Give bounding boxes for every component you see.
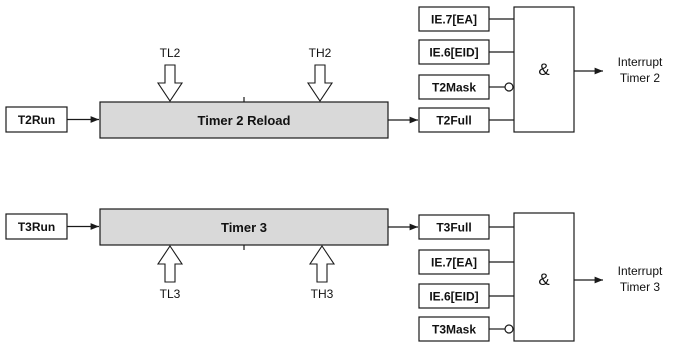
t2-interrupt-line1: Interrupt	[618, 55, 663, 69]
t3-eid-box	[418, 283, 490, 309]
t2mask-invert-bubble	[504, 82, 514, 92]
t3-interrupt-line2: Timer 3	[620, 280, 661, 294]
t2run-label: T2Run	[18, 113, 55, 127]
t2full-label: T2Full	[436, 114, 471, 128]
timer3-block	[99, 208, 389, 246]
timer3-block-label: Timer 3	[221, 220, 267, 235]
th3-arrow	[308, 245, 336, 283]
t2-and-gate	[513, 6, 575, 133]
t3-and-gate	[513, 212, 575, 342]
t2-interrupt-line2: Timer 2	[620, 71, 661, 85]
tl2-arrow	[156, 64, 184, 102]
t3-ea-box	[418, 249, 490, 275]
tl3-label: TL3	[160, 287, 181, 301]
t2-ea-box	[418, 6, 490, 32]
t2-eid-box	[418, 39, 490, 65]
th2-arrow	[306, 64, 334, 102]
t3run-label: T3Run	[18, 220, 55, 234]
t2mask-label: T2Mask	[432, 81, 476, 95]
t2-ea-label: IE.7[EA]	[431, 13, 477, 27]
t2-and-symbol: &	[538, 60, 550, 79]
t3-eid-label: IE.6[EID]	[429, 290, 478, 304]
timer2-section: T2Run Timer 2 Reload TL2 TH2 T2Full IE.7…	[5, 6, 663, 139]
th2-label: TH2	[309, 46, 332, 60]
tl3-arrow	[156, 245, 184, 283]
t3-ea-label: IE.7[EA]	[431, 256, 477, 270]
timer2-reload-block	[99, 101, 389, 139]
tl2-label: TL2	[160, 46, 181, 60]
t2-eid-label: IE.6[EID]	[429, 46, 478, 60]
t2run-box	[5, 106, 68, 133]
t3mask-label: T3Mask	[432, 323, 476, 337]
t3full-label: T3Full	[436, 221, 471, 235]
t3-and-symbol: &	[538, 270, 550, 289]
t2mask-box	[418, 74, 490, 100]
t2full-box	[418, 107, 490, 133]
th3-label: TH3	[311, 287, 334, 301]
t3run-box	[5, 213, 68, 240]
timer2-block-label: Timer 2 Reload	[198, 113, 291, 128]
timer3-section: T3Run Timer 3 TL3 TH3 T3Full IE.7[EA] IE…	[5, 208, 663, 342]
t3mask-invert-bubble	[504, 324, 514, 334]
t3-interrupt-line1: Interrupt	[618, 264, 663, 278]
t3mask-box	[418, 316, 490, 342]
